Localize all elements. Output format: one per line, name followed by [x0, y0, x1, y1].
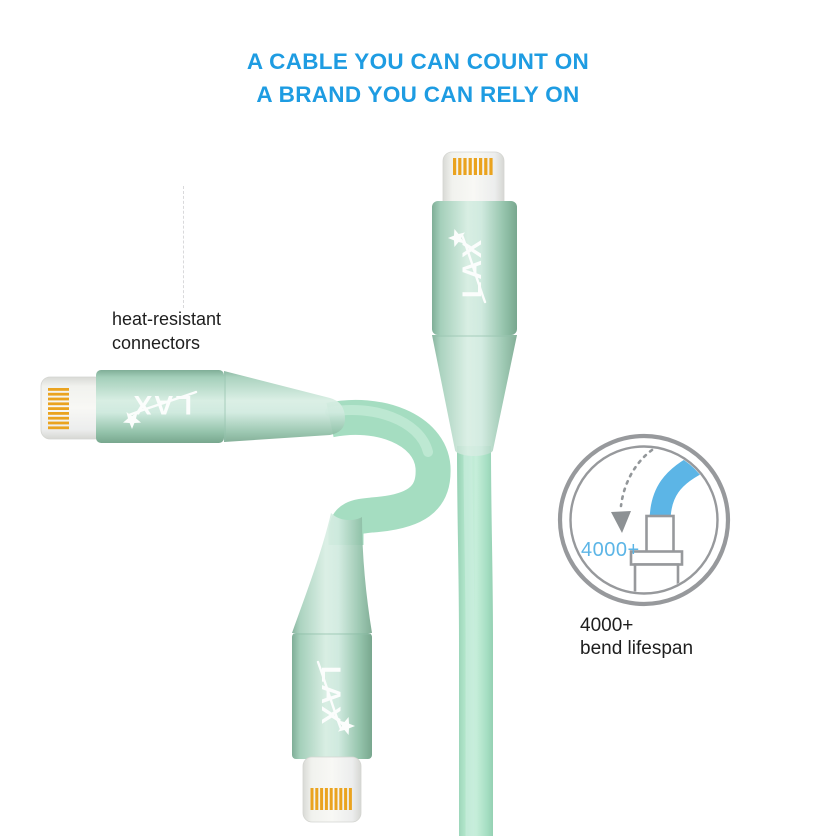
strain-relief-boot — [432, 335, 517, 456]
strain-relief-boot — [224, 371, 345, 442]
heat-resistant-label: heat-resistant connectors — [112, 307, 221, 355]
star-icon — [123, 412, 141, 429]
swoosh-line — [316, 660, 343, 731]
connector-bottom: LAX — [292, 513, 372, 823]
bend-count-label: 4000+ — [581, 539, 640, 561]
lax-logo-text: LAX — [316, 666, 346, 726]
connector-top: LAX — [432, 151, 517, 456]
gold-pins-icon — [48, 388, 69, 430]
arrowhead-icon — [611, 511, 631, 533]
swoosh-line — [127, 390, 198, 417]
cable-run-vertical — [457, 445, 493, 836]
metal-housing — [96, 370, 224, 443]
lax-logo: LAX — [316, 660, 355, 735]
lax-logo-text: LAX — [457, 238, 487, 298]
bend-arrow-icon — [619, 448, 654, 508]
lax-logo-text: LAX — [132, 390, 192, 420]
star-icon — [448, 229, 465, 247]
bend-lifespan-line1: 4000+ — [580, 615, 634, 636]
lax-logo: LAX — [448, 229, 487, 304]
lax-logo: LAX — [123, 390, 198, 429]
swoosh-line — [460, 233, 487, 304]
leader-line — [183, 186, 184, 308]
heat-resistant-line2: connectors — [112, 333, 201, 353]
gold-pins-icon — [310, 788, 352, 810]
headline-line2: A BRAND YOU CAN RELY ON — [256, 82, 580, 107]
heat-resistant-line1: heat-resistant — [112, 309, 222, 329]
headline-line1: A CABLE YOU CAN COUNT ON — [246, 49, 590, 74]
bend-lifespan-label: 4000+ bend lifespan — [580, 614, 693, 660]
gold-pins-icon — [453, 158, 493, 175]
star-icon — [338, 717, 355, 735]
bend-lifespan-diagram: 4000+ — [557, 433, 731, 607]
headline: A CABLE YOU CAN COUNT ON A BRAND YOU CAN… — [0, 45, 836, 111]
strain-relief-boot — [292, 513, 372, 633]
metal-housing — [292, 633, 372, 759]
connector-left: LAX — [40, 370, 345, 443]
cable-loop — [325, 399, 451, 545]
plug-icon — [629, 514, 684, 592]
bend-lifespan-line2: bend lifespan — [580, 638, 694, 659]
